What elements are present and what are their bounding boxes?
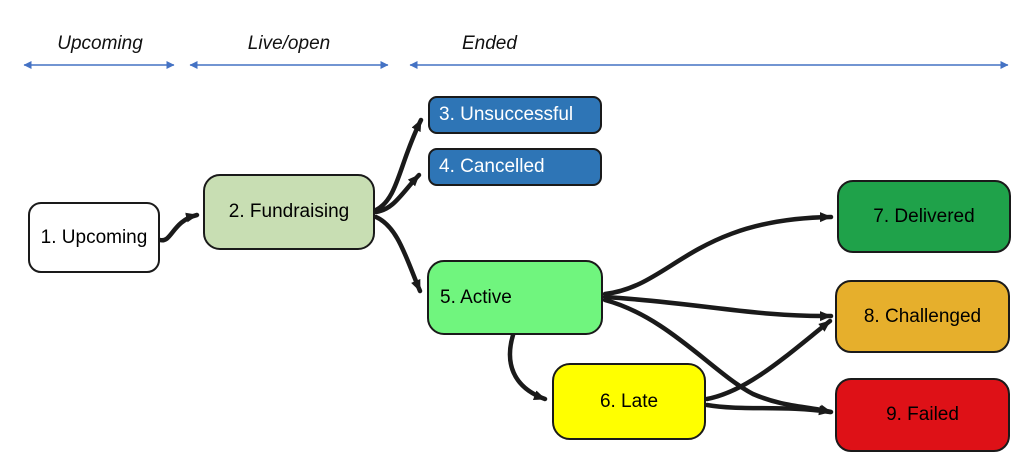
phase-label-upcoming: Upcoming [57, 33, 143, 54]
state-box-active: 5. Active [427, 260, 603, 335]
edge-fundraising-unsuccessful [373, 117, 424, 213]
edge-fundraising-active [373, 214, 423, 294]
edge-fundraising-cancelled [373, 172, 422, 215]
state-box-unsuccessful: 3. Unsuccessful [428, 96, 602, 134]
edge-late-challenged [704, 318, 833, 402]
edge-active-delivered [602, 212, 834, 297]
edge-late-failed [704, 402, 833, 416]
state-box-challenged: 8. Challenged [835, 280, 1010, 353]
edge-active-challenged [602, 294, 834, 322]
phase-label-ended: Ended [462, 33, 517, 54]
phase-label-live-open: Live/open [247, 33, 331, 54]
state-box-late: 6. Late [552, 363, 706, 440]
state-box-fundraising: 2. Fundraising [203, 174, 375, 250]
edge-upcoming-fundraising [157, 212, 200, 243]
state-box-upcoming: 1. Upcoming [28, 202, 160, 273]
state-box-cancelled: 4. Cancelled [428, 148, 602, 186]
state-box-failed: 9. Failed [835, 378, 1010, 452]
edge-active-late [507, 332, 548, 402]
state-box-delivered: 7. Delivered [837, 180, 1011, 253]
